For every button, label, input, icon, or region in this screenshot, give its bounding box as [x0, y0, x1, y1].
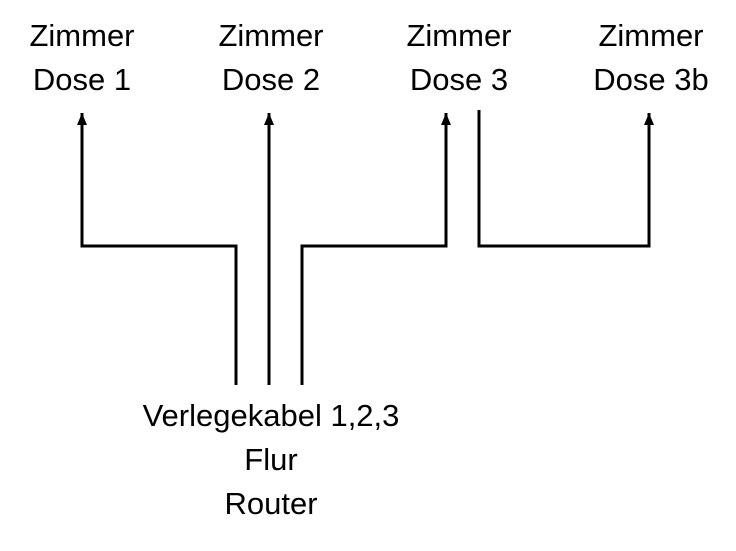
cable-line-dose-3 [300, 113, 451, 385]
room-label-dose-1: Zimmer Dose 1 [29, 14, 134, 102]
room-label-line1: Zimmer [218, 18, 324, 53]
room-label-line1: Zimmer [29, 18, 135, 53]
location-label: Flur [244, 442, 298, 477]
room-label-line1: Zimmer [598, 18, 704, 53]
room-label-dose-2: Zimmer Dose 2 [218, 14, 323, 102]
room-label-line2: Dose 1 [32, 62, 132, 97]
room-label-line1: Zimmer [406, 18, 512, 53]
router-label: Router [224, 486, 318, 521]
room-label-line2: Dose 3b [593, 62, 709, 97]
room-label-line2: Dose 2 [221, 62, 321, 97]
room-label-line2: Dose 3 [409, 62, 509, 97]
room-label-dose-3b: Zimmer Dose 3b [593, 14, 708, 102]
cable-line-dose-1 [77, 113, 238, 385]
room-label-dose-3: Zimmer Dose 3 [406, 14, 511, 102]
cable-line-dose-3b [477, 110, 654, 248]
cable-label: Verlegekabel 1,2,3 [142, 398, 400, 433]
source-label: Verlegekabel 1,2,3 Flur Router [143, 394, 400, 526]
